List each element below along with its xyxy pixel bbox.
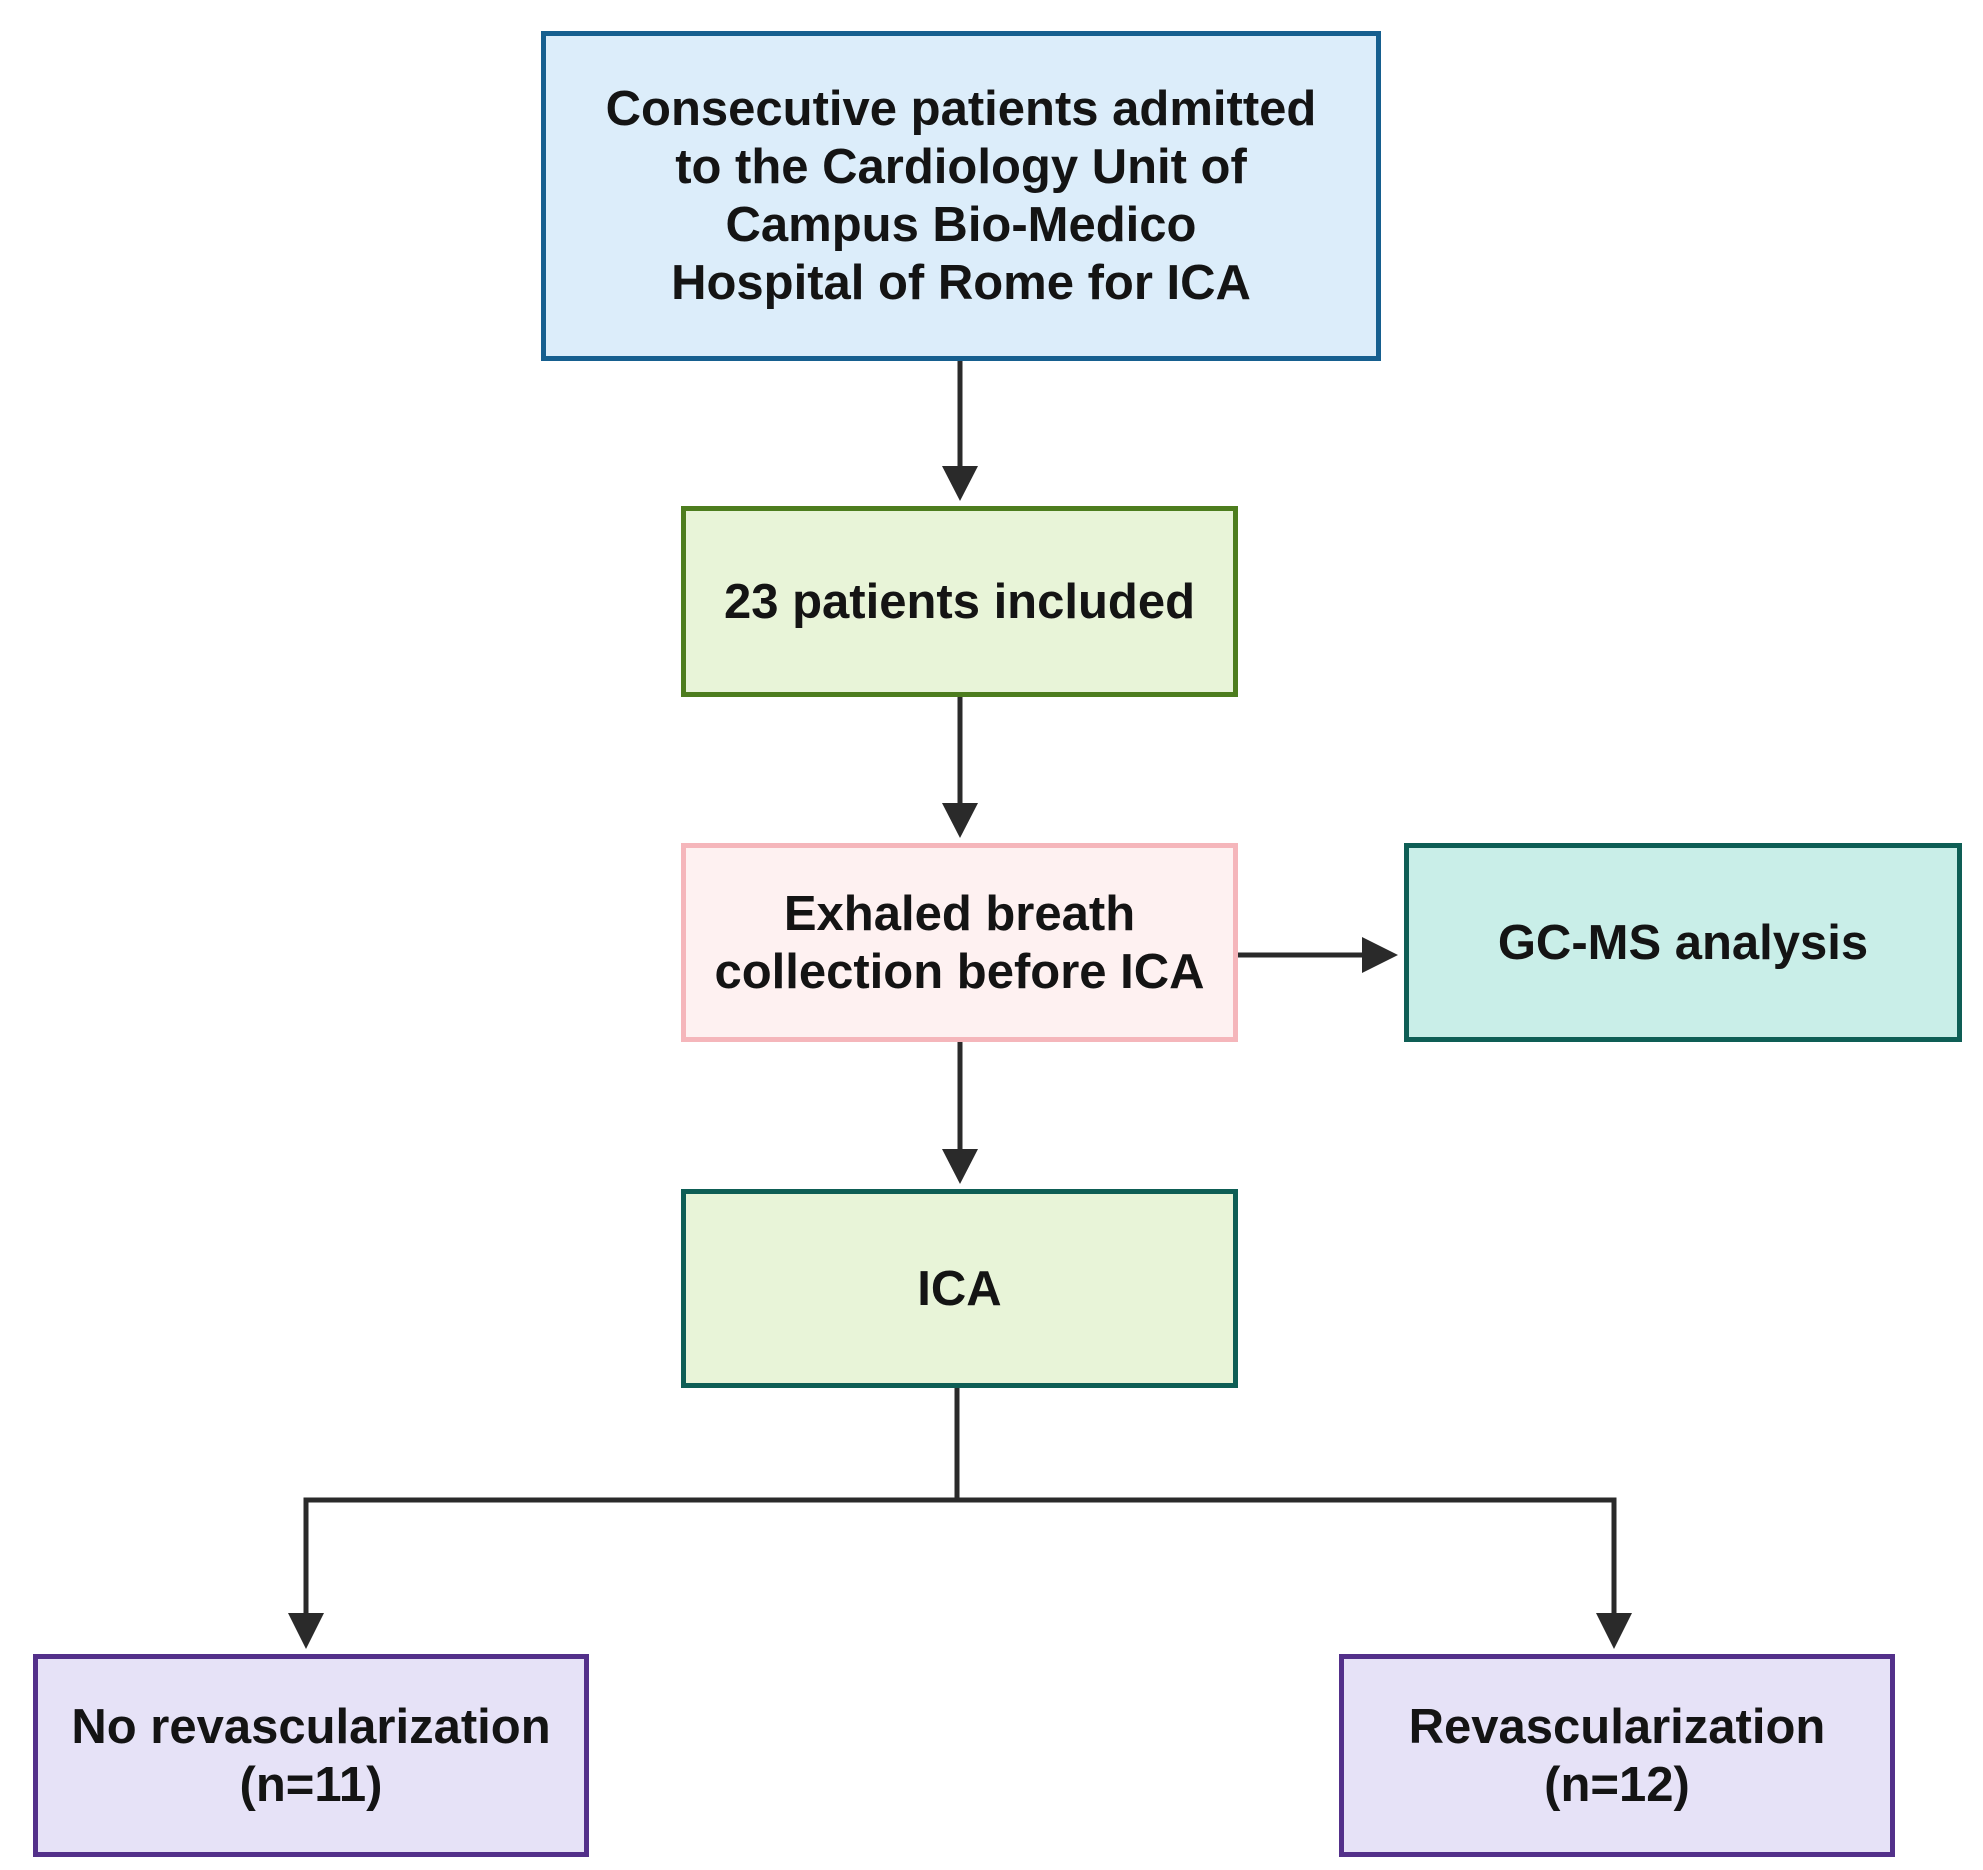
arrowhead-down bbox=[942, 466, 978, 501]
node-label: ICA bbox=[917, 1261, 1002, 1316]
node-gc-ms-analysis: GC-MS analysis bbox=[1404, 843, 1962, 1042]
node-label: 23 patients included bbox=[723, 574, 1196, 629]
node-label: GC-MS analysis bbox=[1497, 915, 1869, 970]
node-label: Consecutive patients admitted to the Car… bbox=[605, 82, 1317, 310]
node-label: No revascularization (n=11) bbox=[71, 1699, 551, 1812]
arrowhead-right bbox=[1362, 937, 1398, 973]
branch-ica-to-revasc bbox=[957, 1497, 1617, 1615]
arrowhead-down bbox=[1596, 1613, 1632, 1649]
node-revascularization: Revascularization (n=12) bbox=[1339, 1654, 1895, 1857]
node-no-revascularization: No revascularization (n=11) bbox=[33, 1654, 589, 1857]
node-label: Revascularization (n=12) bbox=[1408, 1699, 1826, 1812]
arrowhead-down bbox=[942, 1149, 978, 1184]
node-patients-included: 23 patients included bbox=[681, 506, 1238, 697]
node-ica: ICA bbox=[681, 1189, 1238, 1388]
node-label: Exhaled breath collection before ICA bbox=[714, 886, 1205, 999]
arrowhead-down bbox=[942, 803, 978, 838]
node-consecutive-patients-admitted: Consecutive patients admitted to the Car… bbox=[541, 31, 1381, 361]
arrowhead-down bbox=[288, 1613, 324, 1649]
node-exhaled-breath-collection: Exhaled breath collection before ICA bbox=[681, 843, 1238, 1042]
branch-ica-to-outcomes bbox=[303, 1388, 960, 1615]
